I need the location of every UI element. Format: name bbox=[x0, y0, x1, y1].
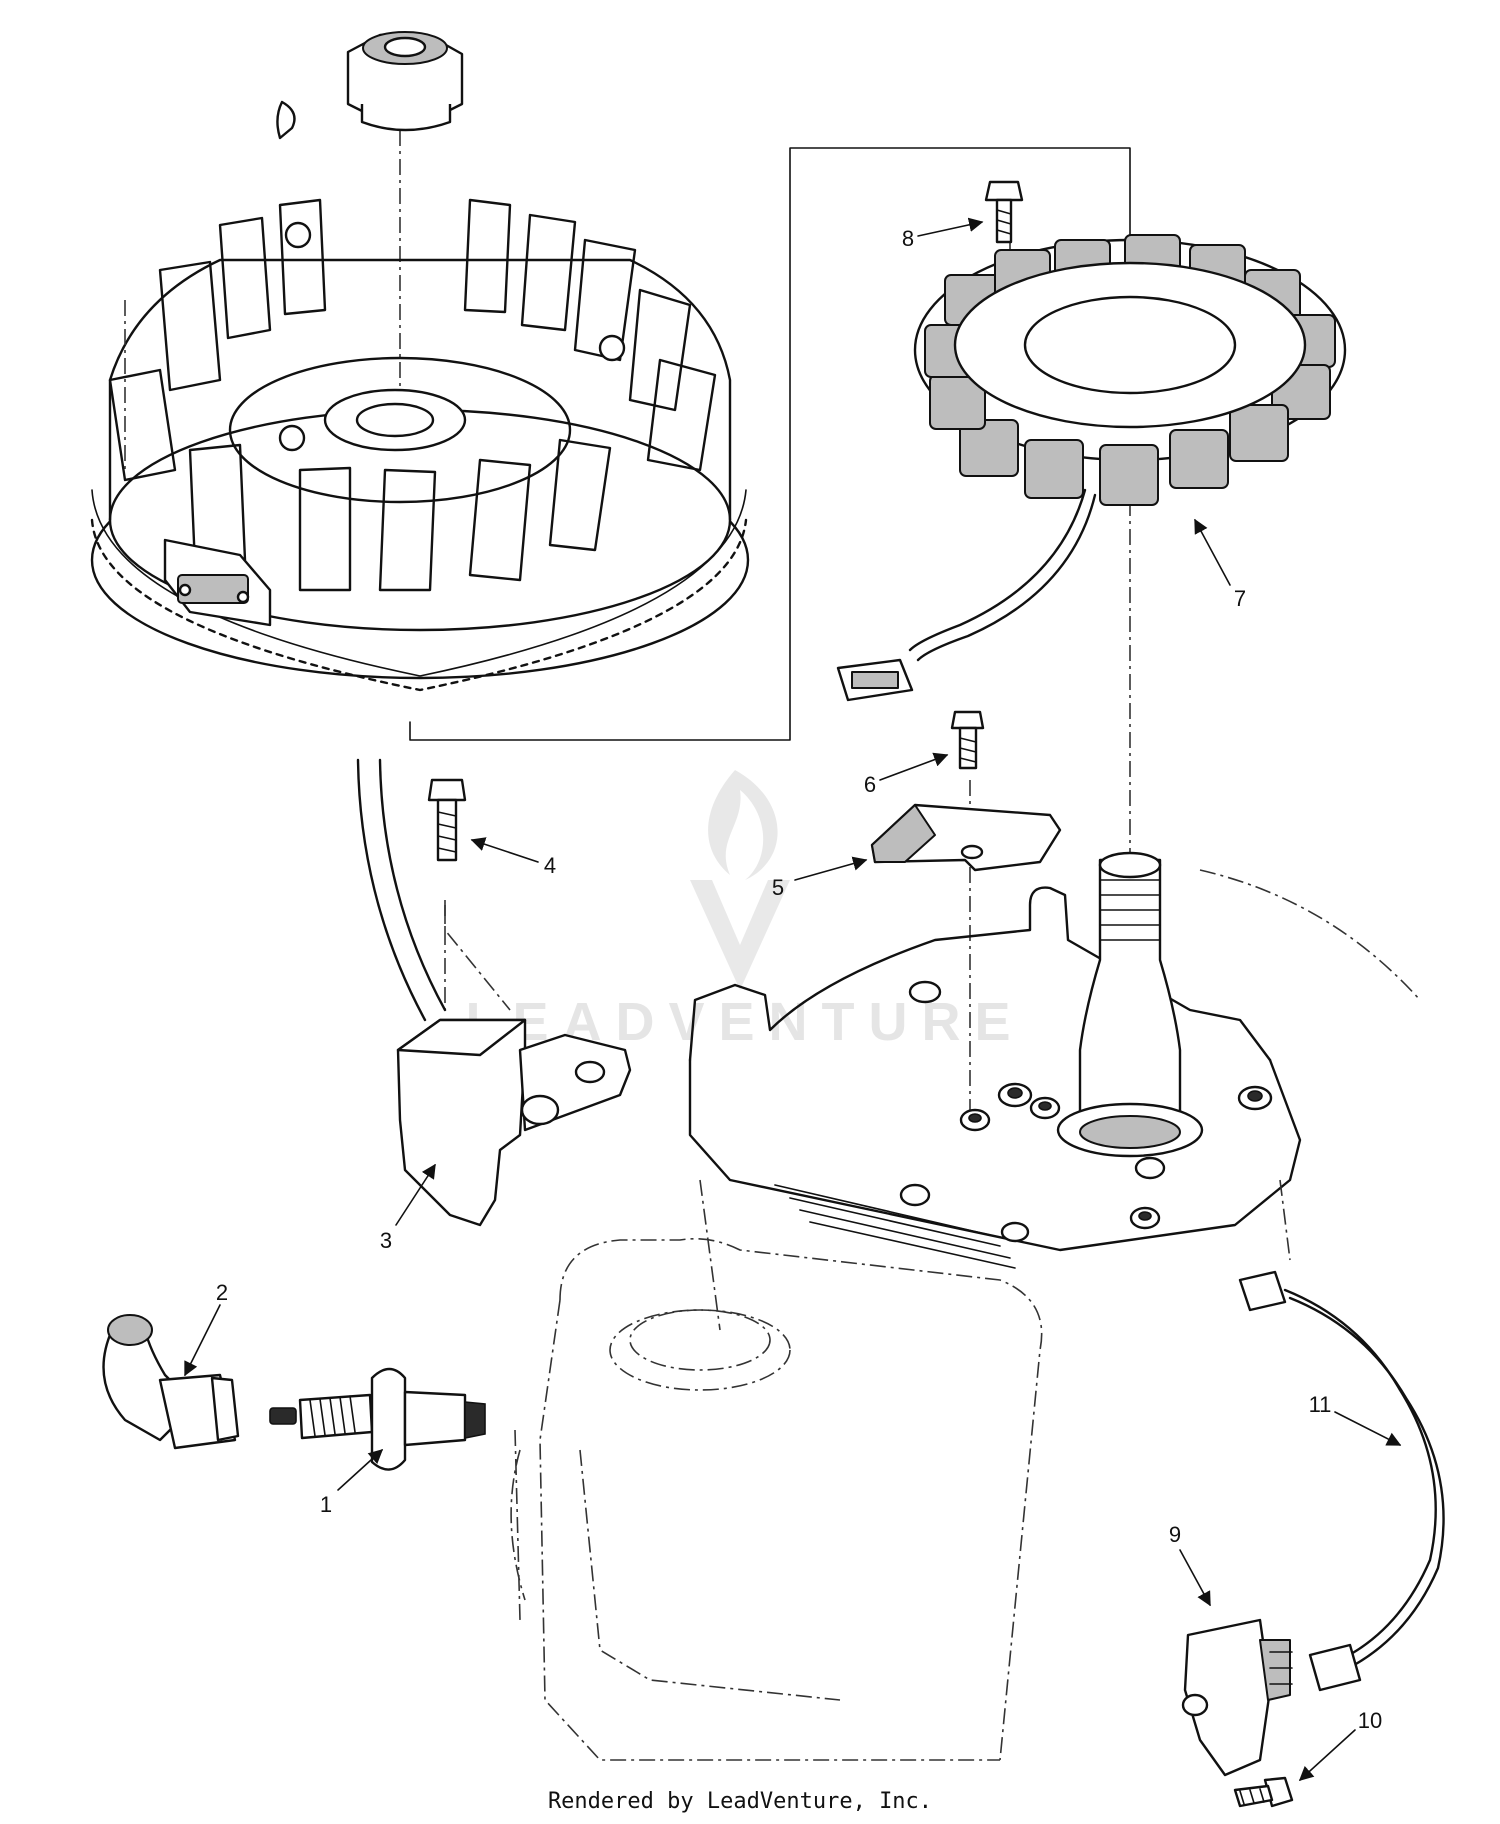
engine-cooling-fins bbox=[699, 1179, 1291, 1331]
flywheel-body bbox=[90, 198, 750, 692]
engine-bosses bbox=[899, 980, 1273, 1243]
stator bbox=[836, 180, 1347, 702]
flywheel-key bbox=[276, 100, 296, 140]
callout-2: 2 bbox=[216, 1280, 228, 1305]
spark-plug-boot bbox=[102, 1314, 240, 1450]
bracket bbox=[870, 710, 1062, 872]
callout-6: 6 bbox=[864, 772, 876, 797]
engine-block bbox=[510, 851, 1421, 1761]
voltage-regulator bbox=[1181, 1618, 1293, 1777]
callout-8: 8 bbox=[902, 226, 914, 251]
bracket-screw bbox=[950, 710, 985, 770]
callout-1: 1 bbox=[320, 1492, 332, 1517]
flywheel-ring-gear bbox=[90, 489, 748, 692]
callout-11: 11 bbox=[1309, 1392, 1332, 1417]
regulator-screw bbox=[1233, 1776, 1294, 1808]
callout-10: 10 bbox=[1358, 1708, 1382, 1733]
flywheel-magnet bbox=[163, 538, 272, 627]
callout-4: 4 bbox=[544, 853, 556, 878]
ignition-screw bbox=[427, 778, 467, 862]
callout-leaders bbox=[184, 217, 1402, 1781]
stator-lead-wire bbox=[836, 488, 1097, 702]
center-lines bbox=[399, 130, 1131, 1115]
flywheel-fins bbox=[108, 198, 717, 592]
flame-v-logo-icon bbox=[690, 770, 790, 990]
engine-crankshaft bbox=[1056, 851, 1204, 1158]
callout-5: 5 bbox=[772, 875, 784, 900]
flywheel-nut bbox=[346, 31, 464, 132]
engine-cylinder-outline bbox=[510, 1237, 1043, 1761]
flywheel bbox=[90, 31, 750, 692]
spark-plug bbox=[269, 1367, 486, 1471]
wire-harness bbox=[1238, 1270, 1445, 1692]
callout-3: 3 bbox=[380, 1228, 392, 1253]
footer-credit: Rendered by LeadVenture, Inc. bbox=[548, 1789, 932, 1814]
callout-9: 9 bbox=[1169, 1522, 1181, 1547]
callout-7: 7 bbox=[1234, 586, 1246, 611]
callout-labels: 1 2 3 4 5 6 7 8 9 10 11 bbox=[216, 226, 1382, 1733]
stator-screw bbox=[984, 180, 1024, 244]
